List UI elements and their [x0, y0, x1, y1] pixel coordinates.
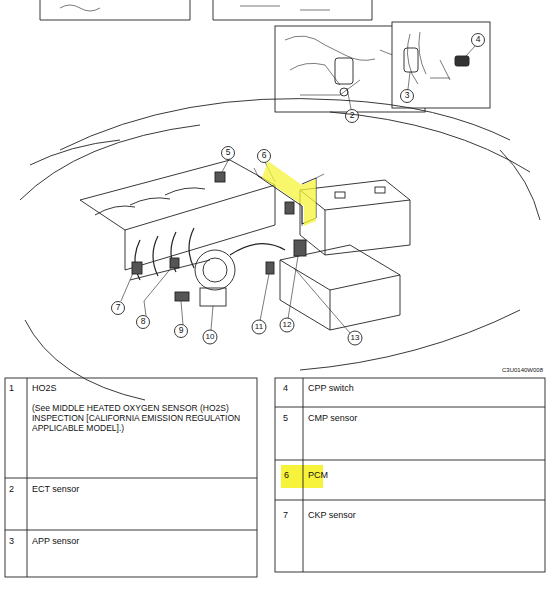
- callout-number: 2: [345, 111, 359, 121]
- table-number: 7: [283, 510, 299, 520]
- table-number: 1: [9, 383, 25, 393]
- table-number: 3: [9, 536, 25, 546]
- table-number: 6: [284, 470, 300, 480]
- hood-edge: [60, 99, 510, 150]
- app-body: [200, 288, 226, 306]
- table-cell: CMP sensor: [308, 413, 508, 423]
- table-number: 5: [283, 413, 299, 423]
- sensor: [175, 292, 189, 301]
- callout-circle: [346, 110, 359, 123]
- table-cell: HO2S: [32, 383, 232, 393]
- inset-frame: [40, 0, 190, 20]
- callout-number: 3: [400, 91, 414, 101]
- callout-number: 11: [252, 322, 266, 331]
- sensor: [285, 202, 294, 214]
- inset-frame: [213, 0, 372, 20]
- battery: [300, 180, 410, 255]
- callout-circle: [401, 90, 414, 103]
- callout-number: 10: [203, 332, 217, 341]
- sensor: [266, 262, 274, 274]
- sensor: [170, 258, 179, 268]
- callout-number: 4: [471, 35, 485, 45]
- ect-sensor: [335, 58, 353, 84]
- table-cell: (See MIDDLE HEATED OXYGEN SENSOR (HO2S) …: [32, 404, 250, 433]
- table-cell: ECT sensor: [32, 484, 232, 494]
- maf-sensor: [294, 240, 306, 256]
- callout-number: 9: [174, 326, 188, 336]
- cylinder-head-cover: [80, 160, 275, 230]
- table-number: 4: [283, 383, 299, 393]
- table-cell: CPP switch: [308, 383, 508, 393]
- parts-table: [5, 378, 545, 577]
- throttle-body: [195, 250, 235, 290]
- callout-number: 8: [136, 317, 150, 327]
- callout-number: 6: [257, 151, 271, 161]
- highlight: [262, 161, 316, 226]
- table-number: 2: [9, 484, 25, 494]
- ckp-sensor: [132, 262, 142, 274]
- figure-code: C3U0140W008: [453, 367, 543, 374]
- cpp-switch: [455, 56, 469, 66]
- table-cell: APP sensor: [32, 536, 232, 546]
- callout-number: 5: [221, 148, 235, 158]
- callout-number: 7: [111, 303, 125, 313]
- callout-circle: [472, 34, 485, 47]
- table-cell: PCM: [308, 470, 508, 480]
- inset-frame: [392, 22, 490, 108]
- table-cell: CKP sensor: [308, 510, 508, 520]
- callout-number: 13: [348, 333, 362, 342]
- cmp-sensor: [215, 172, 225, 182]
- callout-number: 12: [280, 320, 294, 329]
- app-sensor: [404, 48, 418, 72]
